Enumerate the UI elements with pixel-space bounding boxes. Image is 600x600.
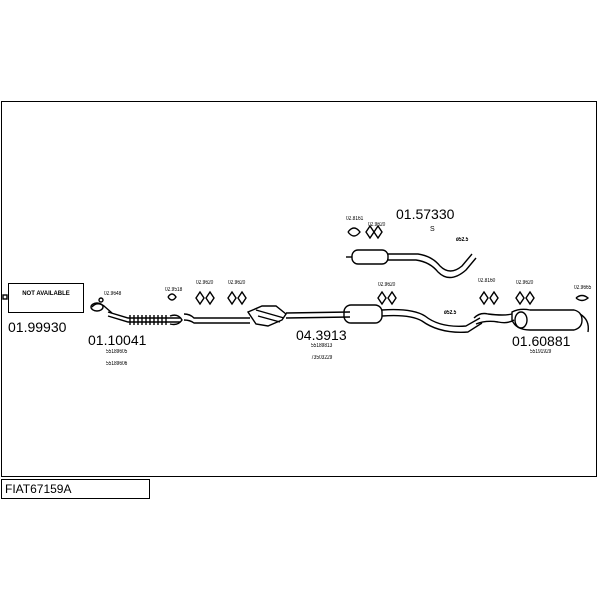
part-01-60881: 01.60881 (512, 333, 571, 349)
front-pipe (107, 311, 180, 319)
front-pipe-flange-ring (90, 302, 104, 312)
oem-55189605: 55189605 (106, 349, 128, 355)
label-02-9620-e: 02.9620 (516, 280, 534, 286)
s-mark: S (430, 226, 435, 233)
label-02-9620-a: 02.9620 (196, 280, 214, 286)
upper-silencer (351, 249, 389, 265)
marker-square (2, 294, 8, 300)
hanger-9620-e (515, 290, 535, 306)
oem-73503229: 73503229 (311, 355, 333, 361)
label-02-9620-b: 02.9620 (228, 280, 246, 286)
rear-silencer (511, 308, 583, 331)
clamp-8161 (347, 227, 361, 237)
part-01-99930: 01.99930 (8, 319, 67, 335)
not-available-box: NOT AVAILABLE (8, 283, 84, 313)
oem-55191929: 55191929 (530, 349, 552, 355)
clamp-9665 (575, 294, 590, 302)
label-02-9518: 02.9518 (165, 287, 183, 293)
clamp-9518 (167, 293, 177, 301)
oem-55189813: 55189813 (311, 343, 333, 349)
model-code-box: FIAT67159A (1, 479, 150, 499)
label-02-8161: 02.8161 (346, 216, 364, 222)
diameter-label-1: ø52.5 (456, 237, 469, 243)
part-01-57330: 01.57330 (396, 206, 455, 222)
not-available-text: NOT AVAILABLE (22, 291, 70, 297)
catalytic-converter (246, 305, 287, 327)
model-code: FIAT67159A (5, 482, 72, 496)
hanger-9620-c (377, 290, 397, 306)
label-02-9648: 02.9648 (104, 291, 122, 297)
part-04-3913: 04.3913 (296, 327, 347, 343)
flex-section (129, 315, 167, 325)
label-02-9665: 02.9665 (574, 285, 592, 291)
hanger-9620-b (227, 290, 247, 306)
label-02-9620-c: 02.9620 (378, 282, 396, 288)
part-01-10041: 01.10041 (88, 332, 147, 348)
hanger-8160 (479, 290, 499, 306)
diagram-frame (1, 101, 597, 477)
hanger-9620-d (365, 224, 383, 240)
label-02-9620-d: 02.9620 (368, 222, 386, 228)
hanger-9620-a (195, 290, 215, 306)
middle-silencer (343, 304, 383, 324)
diameter-label-2: ø52.5 (444, 310, 457, 316)
label-02-8160: 02.8160 (478, 278, 496, 284)
clamp-9648 (98, 297, 104, 303)
oem-55189606: 55189606 (106, 361, 128, 367)
